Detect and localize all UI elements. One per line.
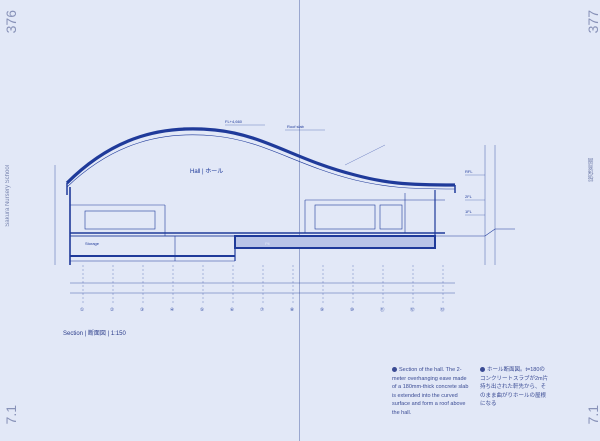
page-number-right: 377 bbox=[585, 10, 600, 34]
grid-label: ⑧ bbox=[290, 307, 295, 312]
grid-label: ⑦ bbox=[260, 307, 265, 312]
hall-label: Hall | ホール bbox=[190, 168, 223, 175]
caption-scale: 1:150 bbox=[110, 331, 126, 337]
grid-label: ⑪ bbox=[380, 306, 385, 313]
page-number-left: 376 bbox=[3, 10, 19, 34]
grid-label: ⑨ bbox=[320, 307, 325, 312]
svg-text:Roof slab: Roof slab bbox=[287, 124, 305, 129]
grid-label: ④ bbox=[170, 307, 175, 312]
note-japanese: ホール断面図。t=180のコンクリートスラブが2m片持ち出された軒先から、そのま… bbox=[480, 366, 550, 409]
page-gutter bbox=[299, 0, 300, 441]
grid-label: ⑤ bbox=[200, 307, 205, 312]
grid-label: ⑥ bbox=[230, 307, 235, 312]
curved-roof bbox=[65, 127, 456, 187]
svg-text:1FL: 1FL bbox=[465, 209, 473, 214]
caption-label: Section bbox=[63, 331, 84, 337]
svg-text:2FL: 2FL bbox=[465, 194, 473, 199]
svg-text:FL+4,660: FL+4,660 bbox=[225, 119, 243, 124]
grid-label: ⑬ bbox=[440, 306, 445, 313]
svg-text:Storage: Storage bbox=[85, 241, 100, 246]
bullet-icon bbox=[480, 367, 485, 373]
grid-label: ⑩ bbox=[350, 307, 355, 312]
chapter-number-right: 7.1 bbox=[585, 405, 600, 425]
grid-label: ③ bbox=[140, 307, 145, 312]
chapter-number-left: 7.1 bbox=[3, 405, 19, 425]
grid-label: ② bbox=[110, 307, 115, 312]
section-drawing: FL+4,660 Roof slab RFL 2FL 1FL Storage P… bbox=[54, 119, 515, 313]
note-english-text: Section of the hall. The 2-meter overhan… bbox=[392, 367, 469, 416]
running-head-left: Sakura Nursery School bbox=[5, 165, 11, 227]
section-caption: Section | 断面図 | 1:150 bbox=[63, 331, 126, 337]
grid-label: ⑫ bbox=[410, 306, 415, 313]
note-japanese-text: ホール断面図。t=180のコンクリートスラブが2m片持ち出された軒先から、そのま… bbox=[480, 367, 549, 407]
bullet-icon bbox=[392, 367, 397, 373]
running-head-right: 桜保育園 bbox=[589, 158, 595, 182]
note-english: Section of the hall. The 2-meter overhan… bbox=[392, 366, 470, 417]
caption-jp: 断面図 bbox=[87, 331, 106, 337]
grid-label: ① bbox=[80, 307, 85, 312]
svg-text:Pit: Pit bbox=[265, 241, 271, 246]
svg-text:RFL: RFL bbox=[465, 169, 473, 174]
